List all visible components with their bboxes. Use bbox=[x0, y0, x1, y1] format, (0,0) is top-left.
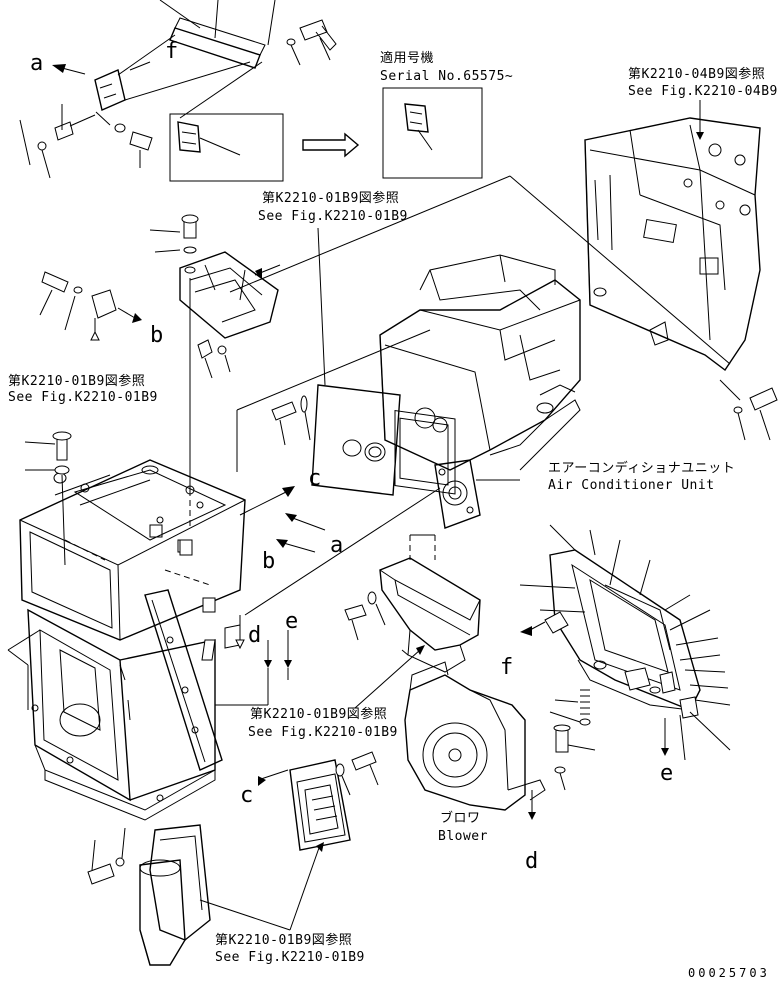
ref-bottom-leader-2 bbox=[199, 899, 291, 931]
ref-k01b9-mid-jp: 第K2210-01B9図参照 bbox=[250, 706, 387, 722]
ref-upper-leader bbox=[317, 227, 326, 386]
ref-k01b9-upper-jp: 第K2210-01B9図参照 bbox=[262, 190, 399, 206]
serial-note-en: Serial No.65575~ bbox=[380, 69, 513, 84]
ref-k01b9-upper-en: See Fig.K2210-01B9 bbox=[258, 209, 408, 224]
marker-e-right: e bbox=[660, 761, 673, 786]
serial-note-jp: 適用号機 bbox=[380, 50, 434, 66]
filter-frame-right bbox=[519, 524, 731, 761]
ref-bottom-arrow bbox=[316, 842, 324, 852]
cover-plate bbox=[271, 384, 401, 496]
lower-cover-plate bbox=[257, 751, 379, 851]
marker-d-bottom: d bbox=[525, 849, 538, 874]
transition-arrow bbox=[302, 132, 360, 158]
ref-k04b9-jp: 第K2210-04B9図参照 bbox=[628, 66, 765, 82]
drawing-number: 00025703 bbox=[688, 966, 770, 980]
upper-middle-bracket bbox=[149, 214, 281, 490]
marker-a-top: a bbox=[30, 51, 43, 76]
ref-k01b9-mid-en: See Fig.K2210-01B9 bbox=[248, 725, 398, 740]
housing-bolt-set bbox=[719, 379, 778, 441]
duct-housing-upper-right bbox=[584, 100, 761, 372]
air-conditioner-unit bbox=[379, 254, 581, 529]
top-bracket-assembly bbox=[19, 0, 337, 179]
blower bbox=[404, 661, 566, 820]
ref-k01b9-left-jp: 第K2210-01B9図参照 bbox=[8, 373, 145, 389]
marker-b-mid: b bbox=[150, 323, 163, 348]
marker-c-mid: c bbox=[308, 466, 321, 491]
ref-mid-arrow bbox=[416, 645, 425, 655]
old-bracket-detail-box bbox=[169, 113, 284, 182]
main-frame bbox=[7, 431, 246, 821]
ref-k04b9-en: See Fig.K2210-04B9 bbox=[628, 84, 778, 99]
marker-b-lower: b bbox=[262, 549, 275, 574]
marker-f-right: f bbox=[500, 655, 513, 680]
marker-c-bottom: c bbox=[240, 783, 253, 808]
marker-d-lower: d bbox=[248, 623, 261, 648]
marker-a-mid: a bbox=[330, 533, 343, 558]
leader-lines bbox=[229, 175, 731, 616]
center-duct bbox=[344, 534, 481, 673]
frame-arrows bbox=[215, 486, 326, 706]
air-conditioner-label-jp: エアーコンディショナユニット bbox=[548, 460, 735, 476]
ref-k01b9-bottom-en: See Fig.K2210-01B9 bbox=[215, 950, 365, 965]
lower-duct-outlet bbox=[87, 824, 211, 966]
blower-label-en: Blower bbox=[438, 829, 488, 844]
ref-k01b9-left-en: See Fig.K2210-01B9 bbox=[8, 390, 158, 405]
ref-bottom-leader-1 bbox=[289, 844, 321, 931]
air-conditioner-label-en: Air Conditioner Unit bbox=[548, 478, 715, 493]
marker-e-lower: e bbox=[285, 609, 298, 634]
ref-k01b9-bottom-jp: 第K2210-01B9図参照 bbox=[215, 932, 352, 948]
marker-f-top: f bbox=[165, 39, 178, 64]
relay-left bbox=[39, 271, 142, 341]
blower-label-jp: ブロワ bbox=[440, 810, 481, 826]
new-bracket-detail-box bbox=[382, 87, 483, 179]
ref-mid-leader bbox=[354, 649, 421, 709]
